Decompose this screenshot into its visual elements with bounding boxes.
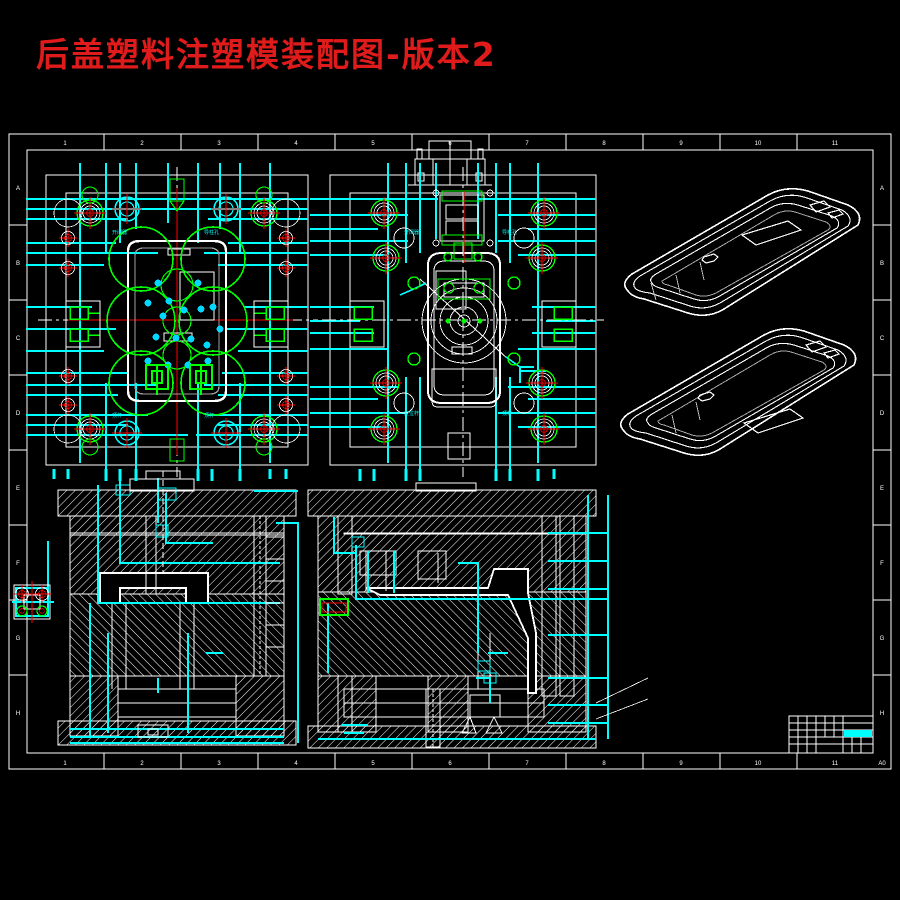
title-block-highlight xyxy=(844,730,872,737)
svg-text:7: 7 xyxy=(525,761,529,767)
svg-text:10: 10 xyxy=(755,761,762,767)
svg-text:顶杆: 顶杆 xyxy=(112,412,122,419)
ejector-pin-dots xyxy=(144,279,224,369)
svg-text:D: D xyxy=(16,411,21,417)
svg-text:6: 6 xyxy=(448,761,452,767)
guide-pins-left xyxy=(53,193,301,449)
svg-text:11: 11 xyxy=(832,141,839,147)
svg-text:C: C xyxy=(880,336,885,342)
side-cores-left xyxy=(69,306,285,342)
svg-text:3: 3 xyxy=(217,141,221,147)
view-plan-core: 开闭器 导柱孔 复位杆 顶杆 xyxy=(310,163,604,477)
svg-text:H: H xyxy=(16,711,20,717)
view-iso-lower xyxy=(620,327,857,457)
svg-text:2: 2 xyxy=(140,141,144,147)
svg-text:3: 3 xyxy=(217,761,221,767)
slider-blocks-left xyxy=(145,364,213,395)
cooling-channels-left xyxy=(26,163,308,473)
svg-text:8: 8 xyxy=(602,141,606,147)
view-plan-cavity: 开闭器 导柱孔 顶杆 顶杆 xyxy=(26,163,318,477)
svg-text:G: G xyxy=(16,636,21,642)
svg-text:F: F xyxy=(880,561,884,567)
svg-text:11: 11 xyxy=(832,761,839,767)
svg-text:1: 1 xyxy=(63,141,67,147)
title-block[interactable] xyxy=(788,715,874,754)
svg-text:1: 1 xyxy=(63,761,67,767)
svg-text:G: G xyxy=(880,636,885,642)
view-detail-left xyxy=(12,581,54,623)
annotation-text: 开闭器 xyxy=(112,229,127,236)
svg-text:5: 5 xyxy=(371,761,375,767)
svg-text:A: A xyxy=(16,186,20,192)
svg-text:2: 2 xyxy=(140,761,144,767)
annotation-text: 顶杆 xyxy=(502,410,512,417)
svg-text:C: C xyxy=(16,336,21,342)
side-cores-right xyxy=(353,306,573,342)
view-iso-upper xyxy=(624,187,861,317)
sheet-size-label: A0 xyxy=(878,761,886,767)
view-section-right xyxy=(307,482,649,749)
view-section-left xyxy=(47,470,299,746)
cooling-ports-row xyxy=(52,469,556,481)
svg-text:导柱孔: 导柱孔 xyxy=(502,229,517,236)
svg-text:5: 5 xyxy=(371,141,375,147)
svg-text:9: 9 xyxy=(679,141,683,147)
svg-text:H: H xyxy=(880,711,884,717)
guide-pins-right xyxy=(367,196,561,446)
svg-text:10: 10 xyxy=(755,141,762,147)
svg-text:4: 4 xyxy=(294,761,298,767)
svg-text:4: 4 xyxy=(294,141,298,147)
guide-pin-rings-left xyxy=(81,186,273,456)
annotation-text: 开闭器 xyxy=(404,229,419,236)
svg-text:B: B xyxy=(16,261,20,267)
svg-text:E: E xyxy=(880,486,884,492)
cavity-outline xyxy=(126,239,228,403)
cavity-inner xyxy=(134,247,220,395)
annotation-text: 导柱孔 xyxy=(204,229,219,236)
annotation-text: 复位杆 xyxy=(404,410,419,417)
svg-text:D: D xyxy=(880,411,885,417)
svg-text:9: 9 xyxy=(679,761,683,767)
svg-text:B: B xyxy=(880,261,884,267)
svg-text:E: E xyxy=(16,486,20,492)
svg-text:F: F xyxy=(16,561,20,567)
svg-text:8: 8 xyxy=(602,761,606,767)
svg-text:A: A xyxy=(880,186,884,192)
svg-text:顶杆: 顶杆 xyxy=(204,412,214,419)
cooling-right-section xyxy=(318,495,609,740)
green-callout-box xyxy=(319,598,349,616)
drawing-title: 后盖塑料注塑模装配图-版本2 xyxy=(36,35,497,74)
ejector-circles-left xyxy=(106,226,248,416)
svg-text:7: 7 xyxy=(525,141,529,147)
